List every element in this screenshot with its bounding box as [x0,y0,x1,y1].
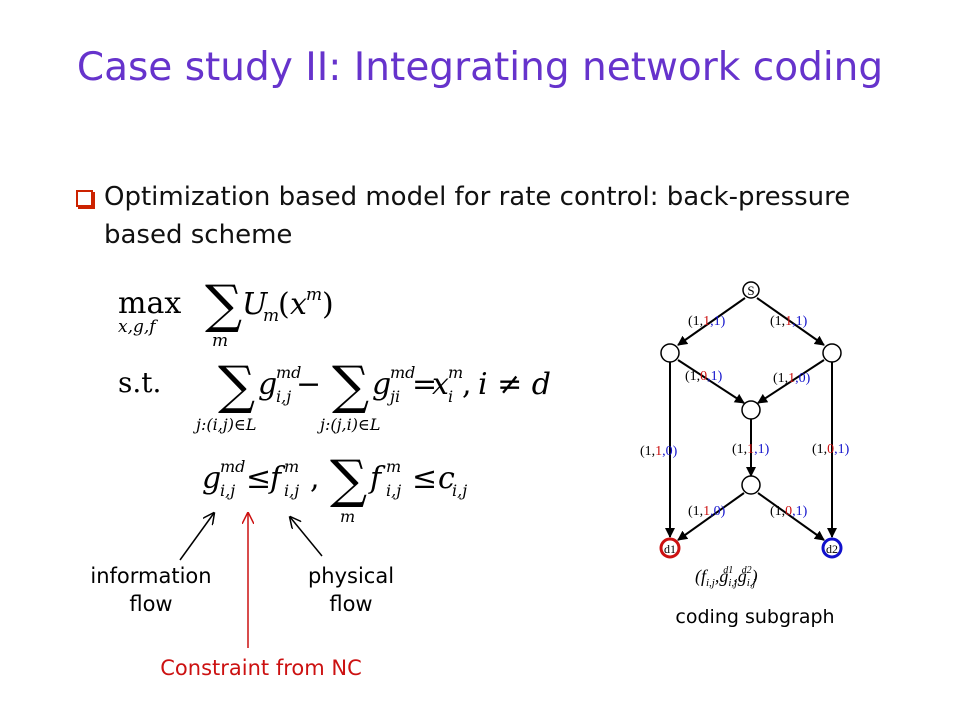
information-flow-arrow [179,513,214,561]
g-incoming-sub: ji [387,387,400,406]
node-right [822,343,842,363]
f-constraint-sup: m [284,457,299,476]
utility-x: x [290,287,307,322]
f-constraint-sub: i,j [284,481,299,500]
comma: , [462,367,472,402]
edge-label-center: (1,1,1) [732,442,770,457]
minus-sign: − [296,367,321,402]
physical-flow-line1: physical [307,564,395,588]
edge-right-mid [757,359,825,404]
utility-close-paren: ) [322,287,334,322]
slide-title: Case study II: Integrating network codin… [76,45,884,90]
sum-capacity: ∑ [330,450,367,510]
leq-sign-2: ≤ [412,461,437,496]
g-incoming-sup: md [390,363,415,382]
utility-x-superscript: m [306,285,322,305]
g-outgoing: g [258,367,277,402]
edge-label-left-mid: (1,0,1) [685,369,723,384]
g-outgoing-sub: i,j [276,387,291,406]
node-middle [741,400,761,420]
edge-label-bottom-right: (1,0,1) [770,504,808,519]
utility-open-paren: ( [278,287,290,322]
sum-incoming-subscript: j:(j,i)∈L [317,415,380,434]
edge-left-mid [677,359,745,404]
sum-incoming: ∑ [332,356,369,416]
edge-label-left-long: (1,1,0) [640,444,678,459]
edge-label-s-right: (1,1,1) [770,314,808,329]
g-outgoing-sup: md [276,363,301,382]
sum-subscript-m: m [212,331,228,351]
x-rhs-sup: m [448,363,463,382]
x-rhs-sub: i [448,387,453,406]
physical-flow-label: physical flow [276,562,426,618]
sum-outgoing: ∑ [218,356,255,416]
sink-node-d2 [821,537,843,559]
utility-subscript: m [263,306,279,326]
edge-s-left [677,297,746,346]
edge-label-s-left: (1,1,1) [688,314,726,329]
g-constraint-sup: md [220,457,245,476]
node-coding [741,475,761,495]
edge-label-right-mid: (1,1,0) [773,371,811,386]
f-capacity-sup: m [386,457,401,476]
information-flow-line1: information [90,564,212,588]
information-flow-line2: flow [129,592,173,616]
subject-to-label: s.t. [118,366,161,399]
edge-bottom-right [757,492,825,541]
constraint-label: Constraint from NC [160,656,362,680]
subgraph-tuple: (fi,j,gi,jd1,gi,jd2) [695,565,758,589]
node-left [660,343,680,363]
source-node [742,281,760,299]
comma-2: , [310,461,320,496]
g-constraint: g [202,461,221,496]
sink-d2-label: d2 [826,542,838,556]
sum-capacity-subscript: m [340,507,355,526]
checkbox-bullet-icon [76,190,93,207]
optimization-formula: max x,g,f ∑ U m ( x m ) m s.t. ∑ g md i,… [118,275,551,526]
x-rhs: x [432,367,449,402]
edge-label-bottom-left: (1,1,0) [688,504,726,519]
max-operator: max [118,286,181,321]
sink-node-d1 [659,537,681,559]
physical-flow-arrow [290,517,323,557]
information-flow-label: information flow [66,562,236,618]
i-neq-d: i ≠ d [478,367,551,402]
sum-outgoing-subscript: j:(i,j)∈L [193,415,256,434]
coding-subgraph: S d1 d2 (1,1,1) (1,1,1) (1,0,1) (1,1,0) … [640,281,850,589]
sink-d1-label: d1 [664,542,676,556]
capacity-c-sub: i,j [452,481,467,500]
max-subscript: x,g,f [118,317,158,337]
physical-flow-line2: flow [329,592,373,616]
edge-label-right-long: (1,0,1) [812,442,850,457]
g-constraint-sub: i,j [220,481,235,500]
utility-symbol: U [242,287,269,322]
g-incoming: g [372,367,391,402]
f-capacity: f [368,461,386,496]
equals-sign: = [412,367,437,402]
edge-s-right [756,297,825,346]
capacity-c: c [438,461,455,496]
edge-bottom-left [677,492,745,541]
leq-sign-1: ≤ [246,461,271,496]
bullet-text: Optimization based model for rate contro… [104,182,851,250]
sum-symbol: ∑ [205,275,242,335]
coding-subgraph-label: coding subgraph [675,606,835,628]
source-label: S [747,283,754,298]
f-capacity-sub: i,j [386,481,401,500]
